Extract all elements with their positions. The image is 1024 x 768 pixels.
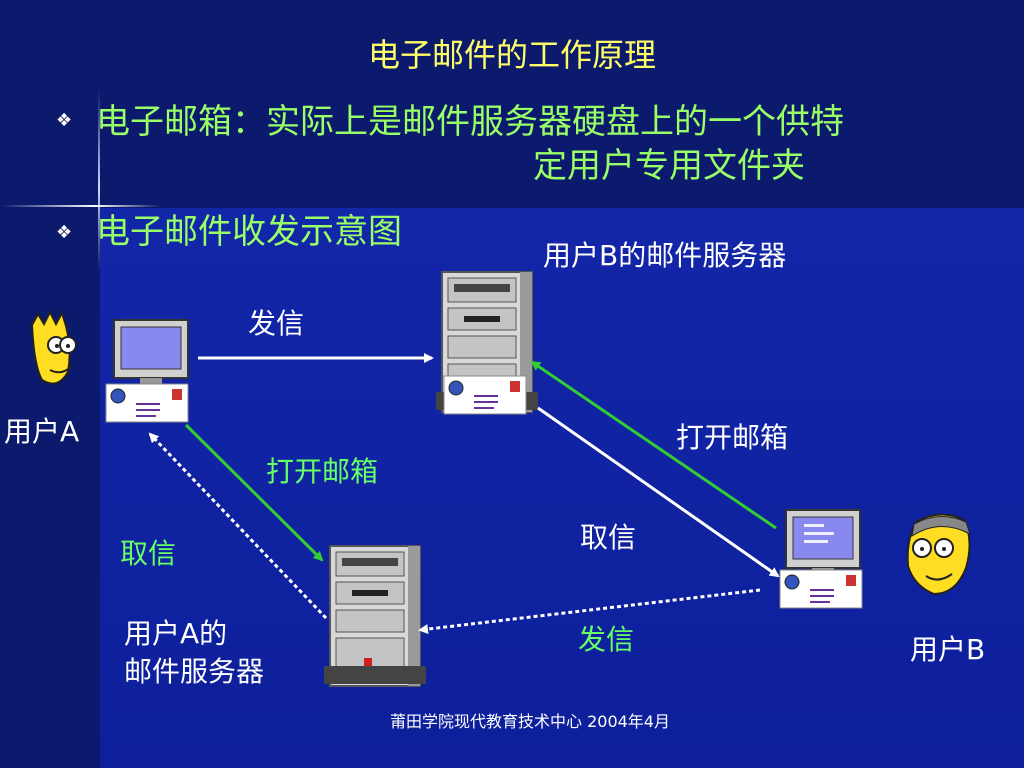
user-b-face-icon bbox=[906, 513, 971, 596]
bullet-2: 电子邮件收发示意图 bbox=[96, 212, 402, 252]
footer-text: 莆田学院现代教育技术中心 2004年4月 bbox=[390, 712, 670, 731]
arrow-open-mailbox-b bbox=[530, 360, 777, 530]
server-a-label-line1: 用户A的 bbox=[124, 617, 228, 650]
server-b-label: 用户B的邮件服务器 bbox=[543, 239, 787, 272]
bullet-icon: ❖ bbox=[56, 222, 73, 243]
decor-vertical-line bbox=[98, 90, 100, 270]
arrow-open-mailbox-a bbox=[184, 423, 324, 562]
bullet-1-line2: 定用户专用文件夹 bbox=[533, 146, 805, 186]
server-a-label-line2: 邮件服务器 bbox=[124, 655, 265, 688]
header-background bbox=[0, 0, 1024, 208]
label-send-bottom: 发信 bbox=[578, 623, 635, 656]
label-retrieve-right: 取信 bbox=[580, 521, 637, 554]
bullet-1-line1: 电子邮箱：实际上是邮件服务器硬盘上的一个供特 bbox=[96, 102, 844, 142]
server-b-mail-icon bbox=[443, 375, 527, 415]
user-a-mail-icon bbox=[105, 383, 189, 423]
user-b-label: 用户B bbox=[910, 633, 986, 666]
slide-body-background bbox=[100, 208, 1024, 768]
label-send-top: 发信 bbox=[248, 307, 305, 340]
bullet-icon: ❖ bbox=[56, 110, 73, 131]
arrow-send-b-to-server-a bbox=[418, 588, 761, 635]
user-b-computer-icon bbox=[785, 509, 861, 577]
label-open-mailbox-right: 打开邮箱 bbox=[676, 421, 789, 454]
arrow-retrieve-a bbox=[148, 432, 328, 620]
user-a-computer-icon bbox=[113, 319, 189, 387]
arrow-retrieve-b bbox=[537, 406, 780, 578]
user-b-mail-icon bbox=[779, 569, 863, 609]
user-a-face-icon bbox=[30, 309, 77, 385]
slide-title: 电子邮件的工作原理 bbox=[367, 36, 656, 74]
user-a-label: 用户A bbox=[4, 415, 80, 448]
label-open-mailbox-left: 打开邮箱 bbox=[266, 455, 379, 488]
decor-horizontal-line bbox=[0, 205, 160, 207]
server-a-icon bbox=[323, 545, 427, 687]
label-retrieve-left: 取信 bbox=[120, 537, 177, 570]
